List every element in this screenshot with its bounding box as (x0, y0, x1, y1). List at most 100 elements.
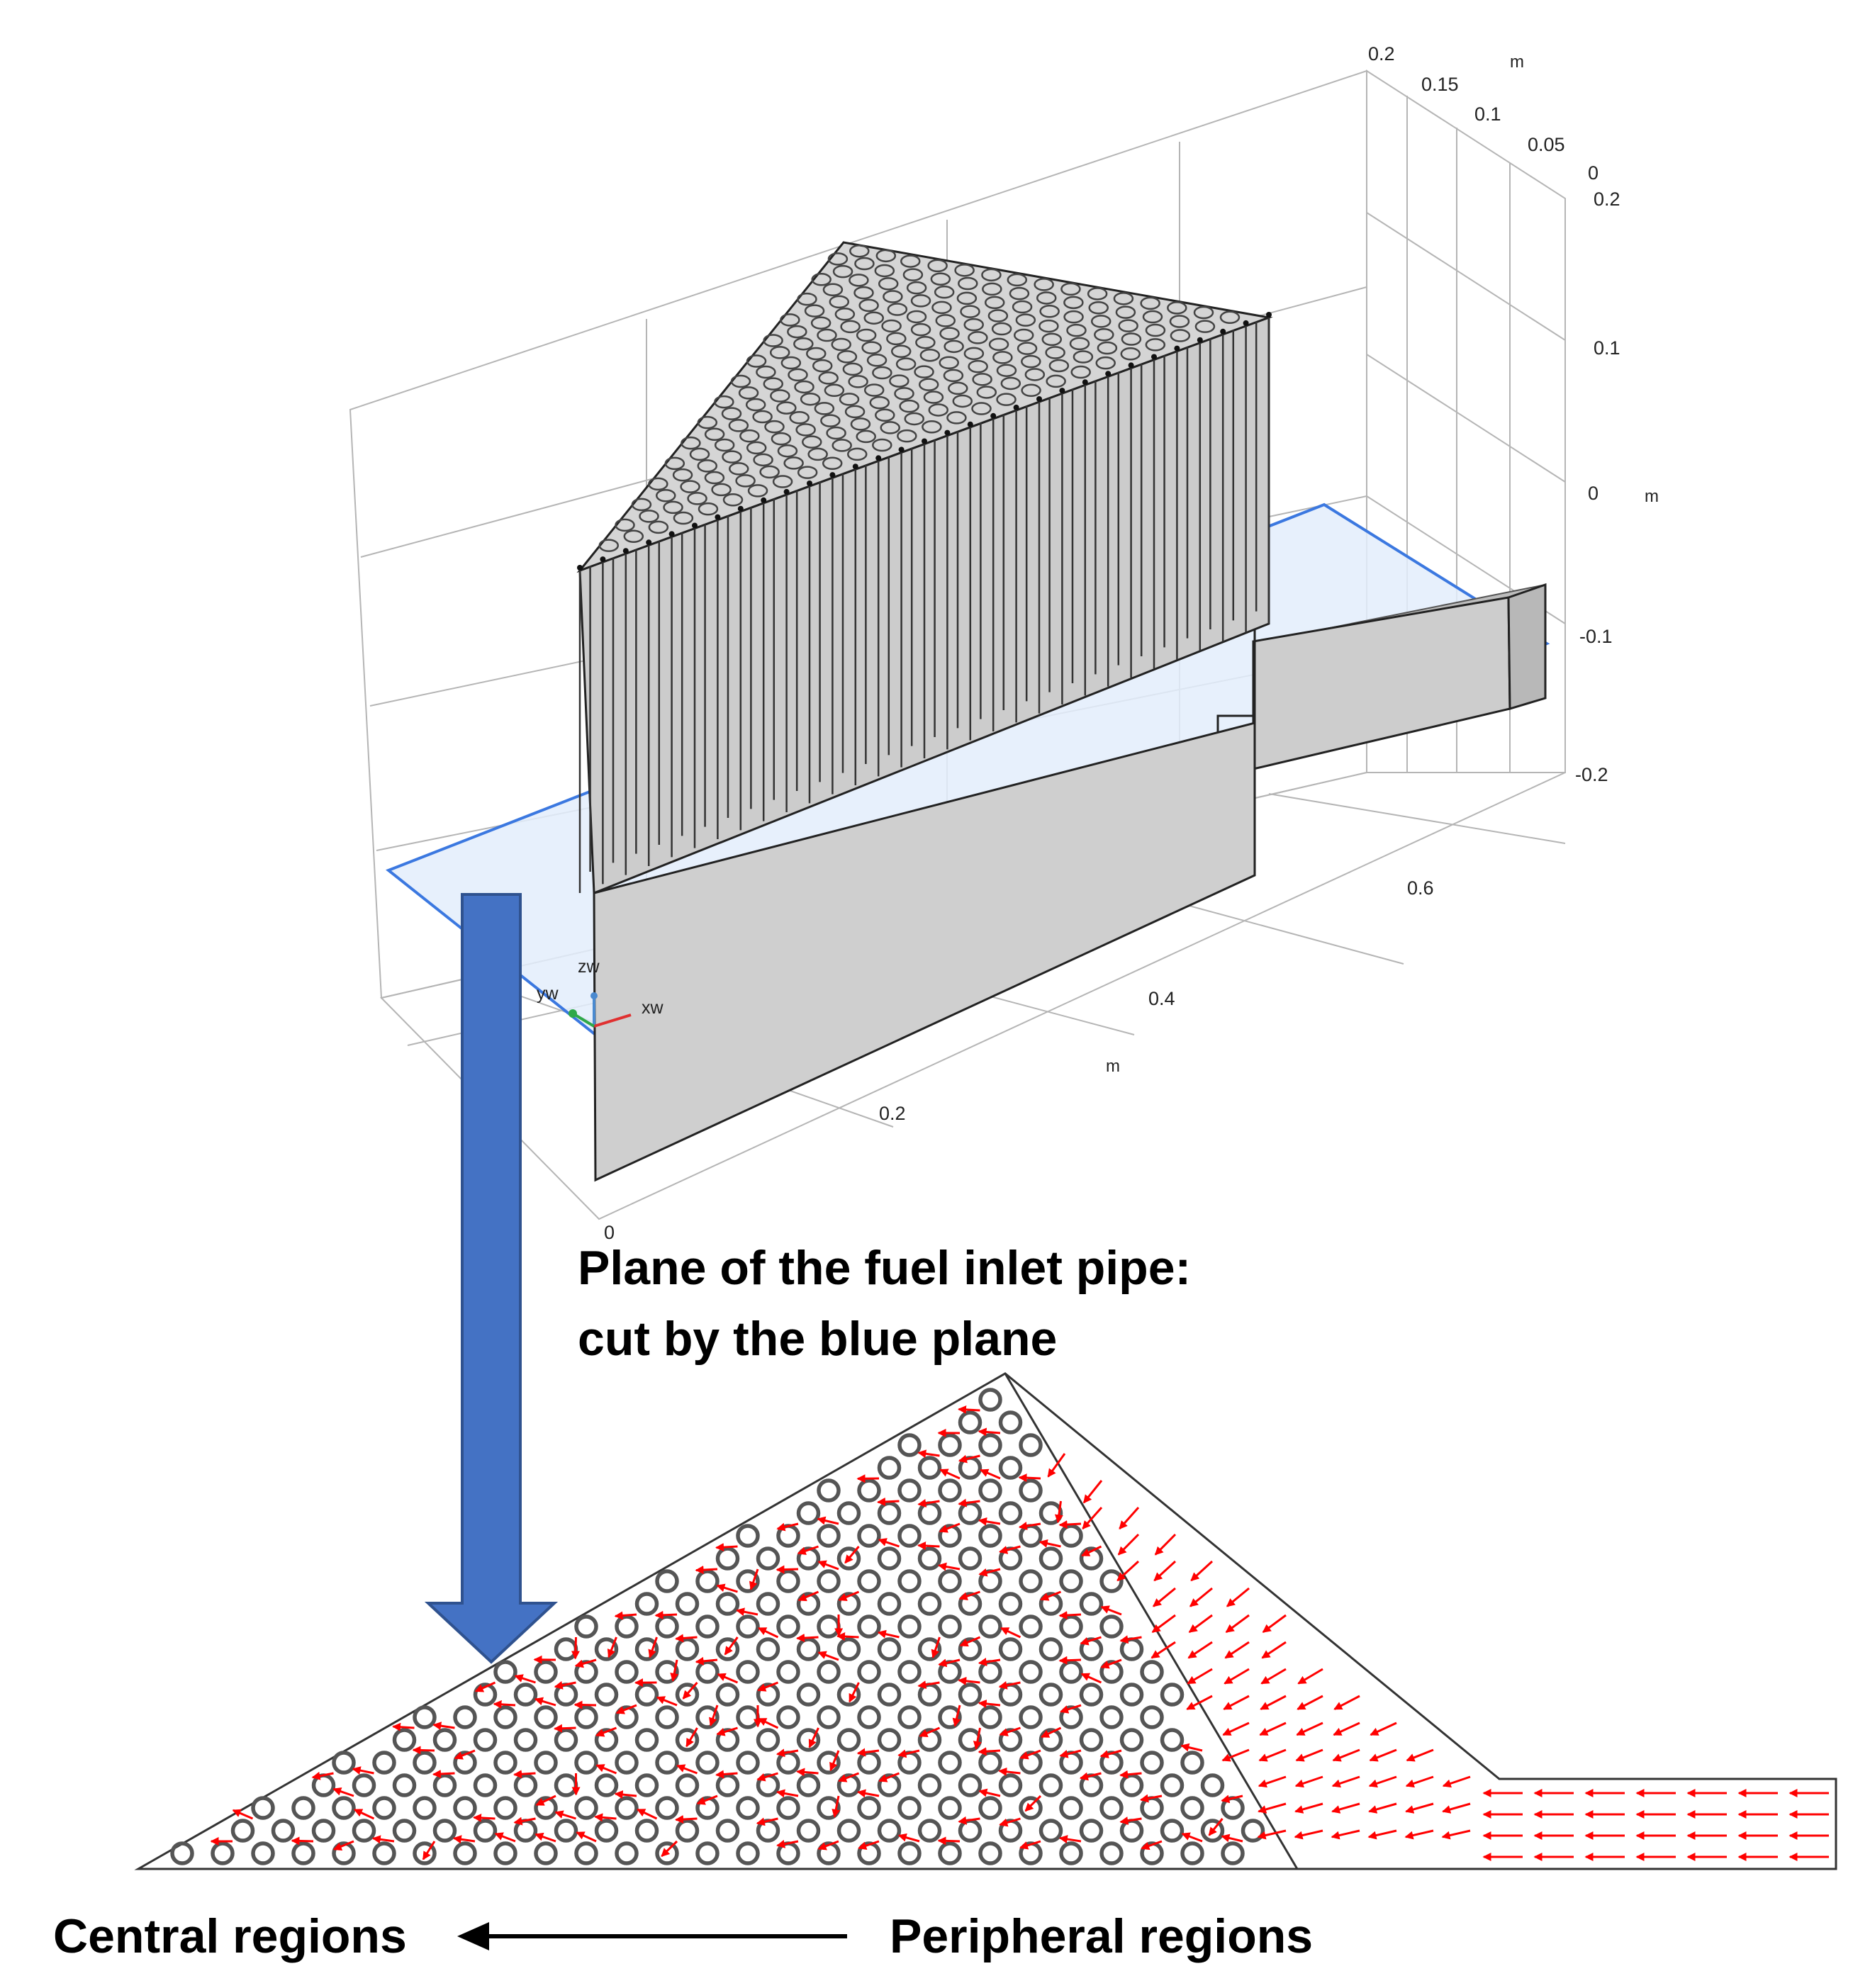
velocity-vector (1116, 1560, 1140, 1582)
velocity-vector (1019, 1840, 1041, 1850)
velocity-vector (1370, 1722, 1397, 1736)
velocity-vector (1058, 1611, 1082, 1620)
velocity-vector (716, 1583, 738, 1593)
top-hole (987, 309, 1009, 322)
fin-cap (1036, 396, 1042, 402)
channel-hole (1038, 1637, 1063, 1661)
channel-hole (796, 1637, 821, 1661)
top-hole (906, 310, 927, 324)
top-hole (996, 364, 1017, 377)
top-hole (729, 462, 749, 476)
channel-hole (756, 1637, 780, 1661)
velocity-vector (1257, 1829, 1287, 1840)
velocity-vector (614, 1611, 637, 1620)
channel-hole (634, 1819, 659, 1843)
velocity-vector (1054, 1500, 1063, 1524)
top-hole (881, 319, 902, 333)
velocity-vector (353, 1808, 375, 1820)
channel-hole (655, 1569, 679, 1593)
top-hole (923, 391, 944, 404)
velocity-vector (675, 1634, 698, 1643)
channel-hole (978, 1705, 1002, 1729)
top-hole (836, 350, 858, 364)
channel-hole (736, 1569, 760, 1593)
top-hole (1194, 320, 1216, 333)
top-hole (1063, 296, 1084, 310)
fin-cap (1128, 362, 1134, 369)
channel-hole (998, 1410, 1023, 1434)
top-hole (880, 421, 900, 434)
top-hole (939, 327, 960, 340)
fin-cap (692, 522, 698, 529)
channel-hole (1019, 1705, 1043, 1729)
velocity-vector (856, 1748, 880, 1757)
channel-hole (857, 1841, 881, 1865)
channel-hole (897, 1569, 922, 1593)
velocity-vector (877, 1497, 900, 1506)
velocity-vector (352, 1766, 374, 1775)
top-hole (763, 334, 783, 347)
channel-hole (938, 1524, 962, 1548)
velocity-vector (535, 1795, 556, 1807)
channel-hole (1079, 1819, 1104, 1843)
top-hole (960, 305, 980, 318)
top-hole (689, 447, 710, 461)
velocity-vector (938, 1658, 961, 1668)
fin-cap (646, 539, 652, 546)
channel-hole (332, 1796, 356, 1820)
velocity-vector (332, 1840, 354, 1851)
top-hole (746, 354, 767, 368)
velocity-vector (878, 1772, 900, 1782)
top-hole (829, 295, 850, 309)
channel-hole (776, 1705, 800, 1729)
top-hole (976, 386, 997, 399)
velocity-vector (776, 1789, 799, 1798)
channel-hole (917, 1456, 942, 1480)
velocity-vector (978, 1568, 1001, 1577)
top-hole (968, 331, 988, 344)
top-hole (948, 381, 968, 395)
top-hole (863, 383, 885, 397)
top-hole (738, 386, 759, 400)
top-hole (863, 311, 884, 325)
top-hole (804, 304, 825, 318)
velocity-vector (1082, 1480, 1103, 1504)
top-hole (854, 257, 875, 271)
channel-hole (978, 1751, 1002, 1775)
channel-hole (978, 1796, 1002, 1820)
channel-hole (796, 1683, 821, 1707)
channel-hole (776, 1614, 800, 1639)
top-hole (1015, 313, 1036, 327)
fin-cap (922, 438, 927, 444)
channel-hole (715, 1637, 740, 1661)
velocity-vector (838, 1590, 860, 1601)
channel-hole (1079, 1683, 1104, 1707)
top-hole (783, 456, 804, 470)
top-hole (817, 328, 837, 342)
fin-cap (875, 455, 882, 461)
top-hole (810, 316, 832, 330)
channel-hole (513, 1728, 538, 1752)
velocity-vector (817, 1840, 839, 1851)
channel-hole (736, 1524, 760, 1548)
velocity-vector (758, 1627, 779, 1639)
channel-hole (1059, 1841, 1083, 1865)
channel-hole (513, 1683, 538, 1707)
y-tick: 0 (1588, 162, 1599, 184)
top-hole (935, 314, 956, 327)
velocity-vector (1331, 1775, 1360, 1788)
y-tick: 0.1 (1474, 103, 1501, 125)
velocity-vector (897, 1833, 920, 1843)
velocity-vector (836, 1632, 859, 1641)
velocity-vector (1080, 1673, 1102, 1684)
velocity-vector (454, 1749, 476, 1760)
channel-hole (372, 1796, 396, 1820)
channel-hole (695, 1796, 720, 1820)
velocity-vector (878, 1538, 900, 1548)
channel-hole (634, 1773, 659, 1797)
top-hole (831, 337, 851, 352)
velocity-vector (717, 1673, 739, 1684)
velocity-vector (595, 1764, 617, 1775)
channel-hole (978, 1841, 1002, 1865)
top-hole (1048, 359, 1070, 373)
